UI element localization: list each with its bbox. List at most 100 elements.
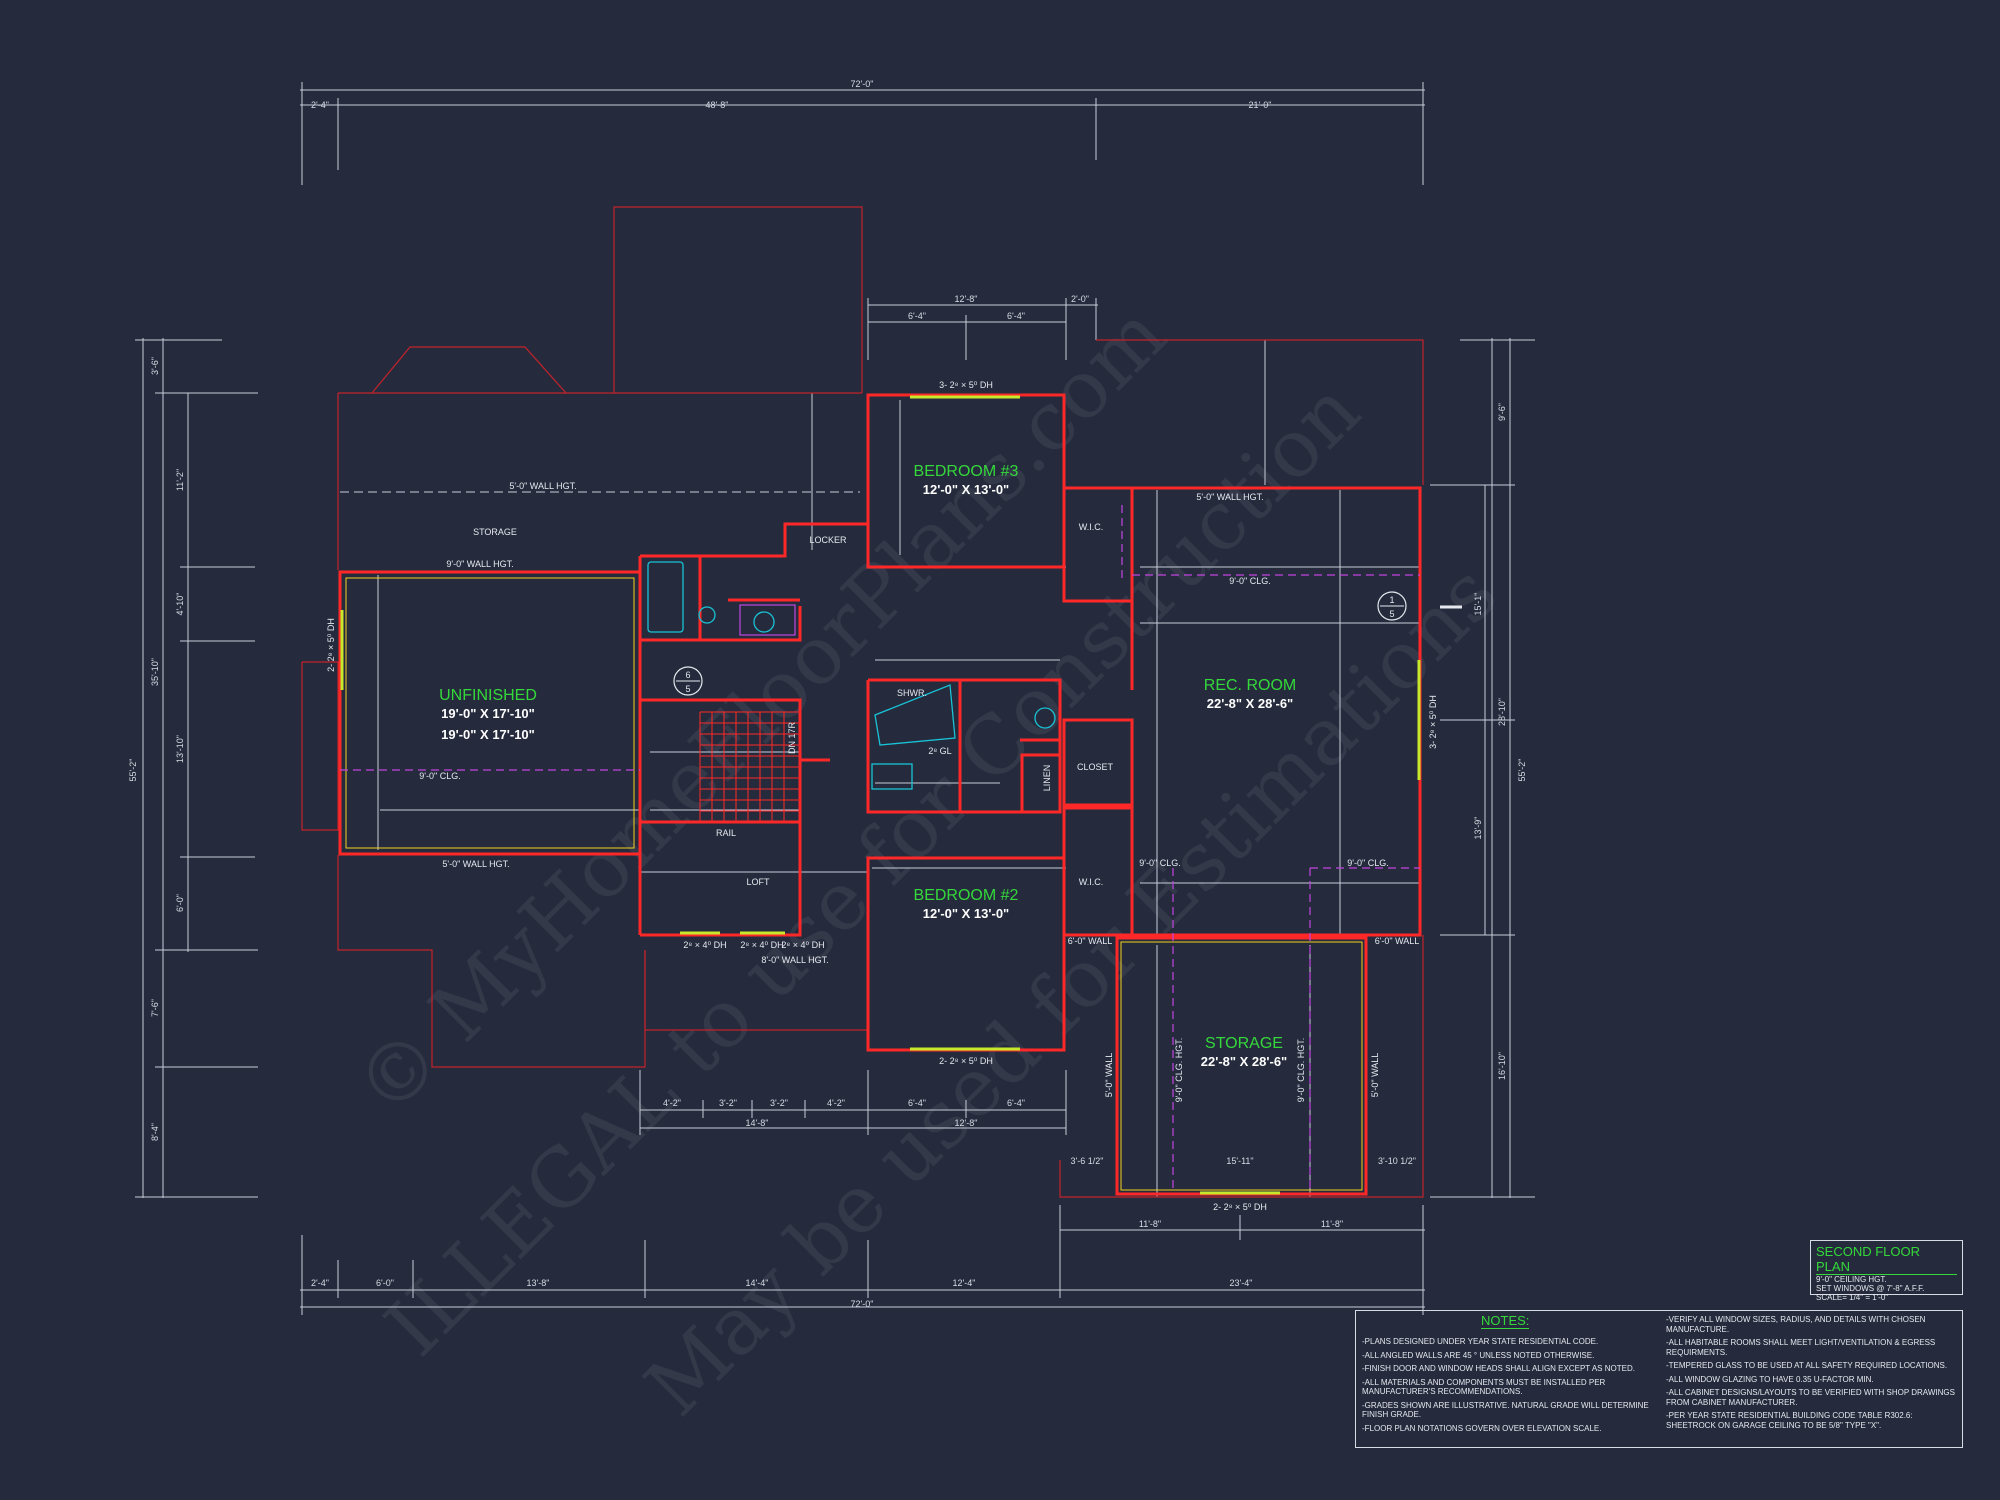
note-item: -FLOOR PLAN NOTATIONS GOVERN OVER ELEVAT…: [1362, 1423, 1602, 1433]
section-marker-b-bottom: 5: [1389, 609, 1394, 619]
room-name-rec-room: REC. ROOM: [1204, 677, 1296, 694]
label-locker: LOCKER: [809, 535, 847, 545]
label-wall-height-5-rec: 5'-0" WALL HGT.: [1196, 492, 1263, 502]
note-item: -ALL CABINET DESIGNS/LAYOUTS TO BE VERIF…: [1666, 1388, 1955, 1407]
label-clg-rec-2: 9'-0" CLG.: [1347, 858, 1388, 868]
dimension-lines: [135, 82, 1535, 1315]
roof-outline: [301, 206, 1424, 1198]
dim-lower-1: 4'-2": [663, 1098, 681, 1108]
room-size-unfinished-2: 19'-0" X 17'-10": [441, 727, 535, 742]
label-window-unfinished: 2- 2⁸ × 5⁰ DH: [326, 618, 336, 672]
label-attic-storage: STORAGE: [473, 527, 517, 537]
dim-right-5: 28'-10": [1497, 698, 1507, 726]
dim-bottom-6: 23'-4": [1230, 1278, 1253, 1288]
note-item: -VERIFY ALL WINDOW SIZES, RADIUS, AND DE…: [1666, 1315, 1926, 1334]
room-name-bedroom3: BEDROOM #3: [914, 463, 1019, 480]
room-size-rec-room: 22'-8" X 28'-6": [1207, 696, 1293, 711]
plan-annotations: STORAGE 5'-0" WALL HGT. 9'-0" WALL HGT. …: [326, 380, 1438, 1212]
title-block: SECOND FLOOR PLAN 9'-0" CEILING HGT. SET…: [1810, 1240, 1963, 1302]
dim-storage-1: 3'-6 1/2": [1071, 1156, 1104, 1166]
section-marker-b-top: 1: [1389, 595, 1394, 605]
dim-left-overall: 55'-2": [128, 759, 138, 782]
label-wall-height-8: 8'-0" WALL HGT.: [761, 955, 828, 965]
dim-b3-width: 12'-8": [955, 294, 978, 304]
dim-right-overall: 55'-2": [1517, 759, 1527, 782]
dim-storage-3: 3'-10 1/2": [1378, 1156, 1416, 1166]
label-window-loft-3: 2⁸ × 4⁰ DH: [781, 940, 824, 950]
note-item: -PER YEAR STATE RESIDENTIAL BUILDING COD…: [1666, 1411, 1913, 1430]
label-clg-unfinished: 9'-0" CLG.: [419, 771, 460, 781]
bathtub: [647, 561, 684, 633]
label-wic-upper: W.I.C.: [1079, 522, 1104, 532]
label-6ft-wall-right: 6'-0" WALL: [1375, 936, 1420, 946]
dim-lower-5: 6'-4": [908, 1098, 926, 1108]
dim-lower-2: 3'-2": [719, 1098, 737, 1108]
room-size-unfinished: 19'-0" X 17'-10": [441, 706, 535, 721]
stairs: [699, 711, 800, 822]
title-note-1: 9'-0" CEILING HGT.: [1816, 1275, 1887, 1284]
label-window-bedroom2: 2- 2⁸ × 5⁰ DH: [939, 1056, 993, 1066]
shower: [874, 684, 956, 746]
dim-top-3: 21'-0": [1249, 100, 1272, 110]
dim-right-3: 13'-9": [1473, 817, 1483, 840]
notes-panel: NOTES: -PLANS DESIGNED UNDER YEAR STATE …: [1355, 1310, 1963, 1448]
dim-left-6: 7'-6": [150, 999, 160, 1017]
note-item: -FINISH DOOR AND WINDOW HEADS SHALL ALIG…: [1362, 1364, 1635, 1373]
dim-left-2: 11'-2": [175, 469, 185, 491]
dim-lower-8: 12'-8": [955, 1118, 978, 1128]
label-wic-lower: W.I.C.: [1079, 877, 1104, 887]
label-glass-block: 2⁸ GL: [928, 746, 951, 756]
dim-b3-offset: 2'-0": [1071, 294, 1089, 304]
label-5ft-wall-left: 5'-0" WALL: [1104, 1053, 1114, 1098]
label-window-rec: 3- 2⁸ × 5⁰ DH: [1428, 695, 1438, 749]
label-rail: RAIL: [716, 828, 736, 838]
label-wall-height-9: 9'-0" WALL HGT.: [446, 559, 513, 569]
sink-2: [1034, 707, 1056, 729]
label-window-loft-1: 2⁸ × 4⁰ DH: [683, 940, 726, 950]
note-item: -ALL HABITABLE ROOMS SHALL MEET LIGHT/VE…: [1666, 1338, 1936, 1357]
section-markers: 6 5 1 5: [673, 591, 1462, 696]
label-wall-height-5-bottom: 5'-0" WALL HGT.: [442, 859, 509, 869]
label-clg-hgt-left: 9'-0" CLG. HGT.: [1174, 1038, 1184, 1102]
title-note-3: SCALE= 1/4" = 1'-0": [1816, 1293, 1889, 1302]
dim-right-1: 9'-6": [1497, 403, 1507, 421]
label-wall-height-5-top: 5'-0" WALL HGT.: [509, 481, 576, 491]
label-5ft-wall-right: 5'-0" WALL: [1370, 1053, 1380, 1098]
title-note-2: SET WINDOWS @ 7'-8" A.F.F.: [1816, 1284, 1925, 1293]
note-item: -PLANS DESIGNED UNDER YEAR STATE RESIDEN…: [1362, 1337, 1599, 1346]
notes-right-list: -VERIFY ALL WINDOW SIZES, RADIUS, AND DE…: [1666, 1315, 1961, 1434]
room-size-bedroom2: 12'-0" X 13'-0": [923, 906, 1009, 921]
label-linen: LINEN: [1042, 765, 1052, 792]
note-item: -ALL WINDOW GLAZING TO HAVE 0.35 U-FACTO…: [1666, 1374, 1874, 1384]
dim-bottom-4: 14'-4": [746, 1278, 769, 1288]
dim-right-2: 15'-1": [1473, 593, 1483, 616]
vanity: [871, 763, 913, 790]
room-name-storage: STORAGE: [1205, 1035, 1283, 1052]
note-item: -ALL MATERIALS AND COMPONENTS MUST BE IN…: [1362, 1377, 1606, 1397]
note-item: -GRADES SHOWN ARE ILLUSTRATIVE. NATURAL …: [1362, 1400, 1649, 1420]
plan-title: SECOND FLOOR PLAN: [1816, 1244, 1957, 1275]
dim-right-4: 16'-10": [1497, 1052, 1507, 1080]
dim-left-3: 4'-10": [175, 593, 185, 616]
sink: [753, 611, 775, 633]
label-window-storage: 2- 2⁸ × 5⁰ DH: [1213, 1202, 1267, 1212]
toilet: [698, 606, 716, 624]
label-clg-wic: 9'-0" CLG.: [1139, 858, 1180, 868]
dim-lower-6: 6'-4": [1007, 1098, 1025, 1108]
dimension-text: 72'-0" 2'-4" 48'-8" 21'-0" 72'-0" 2'-4" …: [128, 79, 1527, 1309]
dim-left-7: 8'-4": [150, 1123, 160, 1141]
dim-bottom-2: 6'-0": [376, 1278, 394, 1288]
note-item: -ALL ANGLED WALLS ARE 45 ° UNLESS NOTED …: [1362, 1350, 1595, 1360]
watermark: © MyHomeFloorPlans.com ILLEGAL to use fo…: [338, 288, 1515, 1434]
section-marker-a-top: 6: [685, 670, 690, 680]
label-closet: CLOSET: [1077, 762, 1114, 772]
dim-top-1: 2'-4": [311, 100, 329, 110]
notes-left-list: -PLANS DESIGNED UNDER YEAR STATE RESIDEN…: [1362, 1337, 1662, 1437]
dim-lower-3: 3'-2": [770, 1098, 788, 1108]
label-clg-rec: 9'-0" CLG.: [1229, 576, 1270, 586]
room-size-storage: 22'-8" X 28'-6": [1201, 1054, 1287, 1069]
dim-bottom-1: 2'-4": [311, 1278, 329, 1288]
dim-top-overall: 72'-0": [851, 79, 874, 89]
room-size-bedroom3: 12'-0" X 13'-0": [923, 482, 1009, 497]
